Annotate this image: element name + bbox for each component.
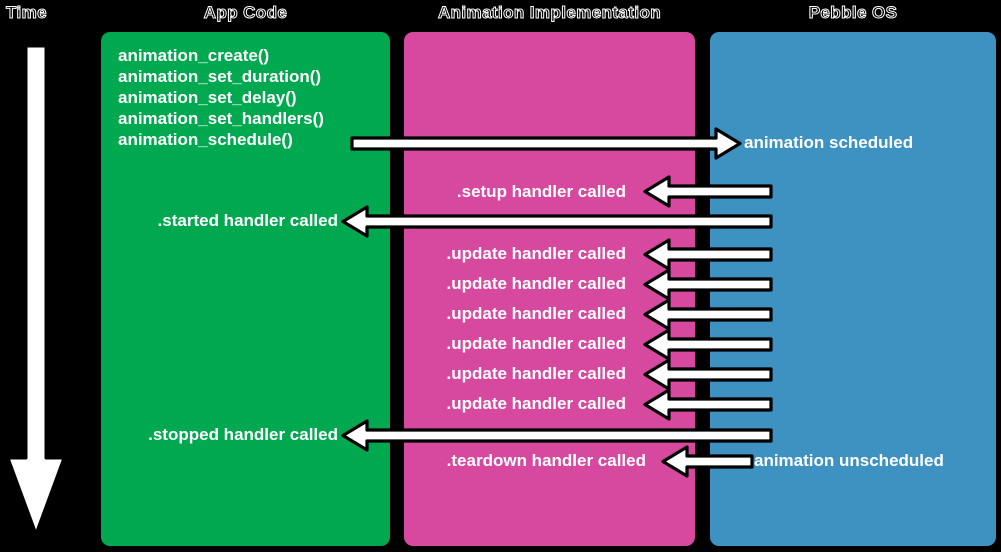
app-call-item: animation_create() [118,46,270,65]
time-axis-label: Time [6,3,48,23]
event-label-animation-unscheduled: animation unscheduled [754,451,944,470]
event-label-update-handler: .update handler called [446,364,627,383]
event-label-update-handler: .update handler called [446,394,627,413]
app-code-call-list: animation_create() animation_set_duratio… [118,45,324,150]
event-label-teardown-handler: .teardown handler called [446,451,646,470]
event-label-stopped-handler: .stopped handler called [148,425,338,444]
column-header-pebble-os: Pebble OS [808,3,898,23]
event-label-update-handler: .update handler called [446,304,627,323]
event-label-update-handler: .update handler called [446,334,627,353]
app-call-item: animation_schedule() [118,130,293,149]
app-call-item: animation_set_handlers() [118,109,324,128]
event-label-setup-handler: .setup handler called [456,182,626,201]
column-header-app-code: App Code [203,3,288,23]
time-axis-arrow [6,44,66,536]
column-header-animation-implementation: Animation Implementation [437,3,662,23]
app-call-item: animation_set_duration() [118,67,322,86]
lane-app-code [101,32,390,546]
event-label-update-handler: .update handler called [446,244,627,263]
app-call-item: animation_set_delay() [118,88,297,107]
event-label-update-handler: .update handler called [446,274,627,293]
event-label-animation-scheduled: animation scheduled [744,133,914,152]
event-label-started-handler: .started handler called [157,211,338,230]
